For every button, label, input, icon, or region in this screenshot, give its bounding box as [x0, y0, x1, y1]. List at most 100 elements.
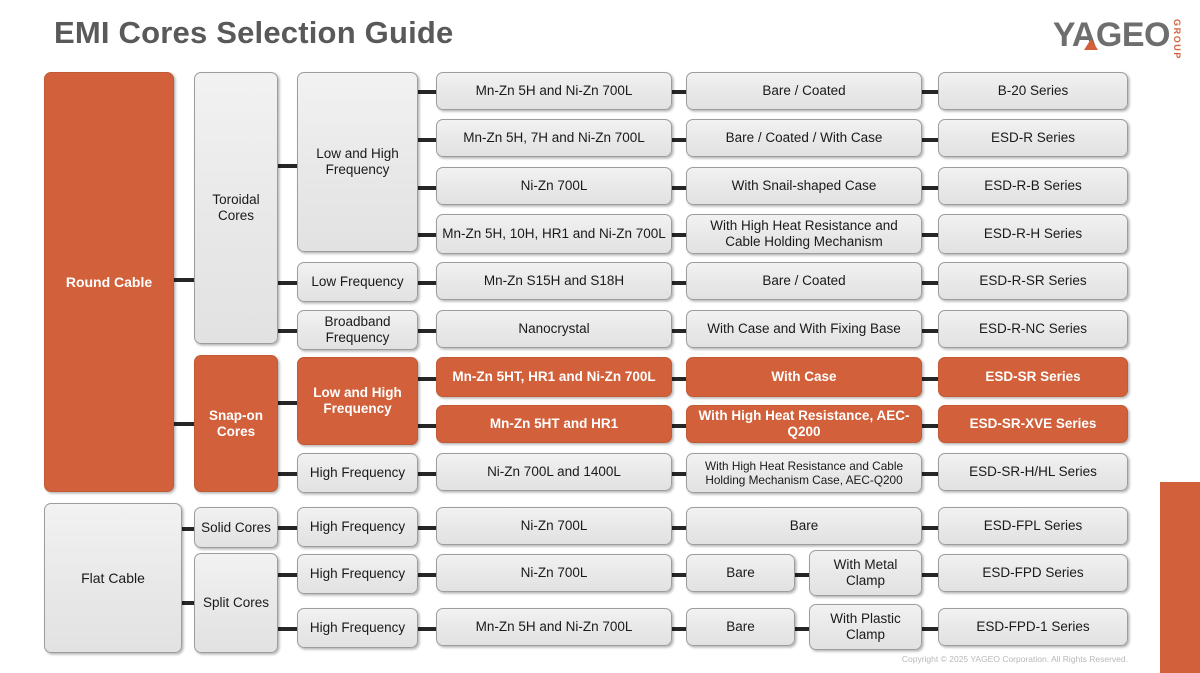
- node-frequency-high-solid[interactable]: High Frequency: [297, 507, 418, 547]
- connector: [672, 472, 686, 476]
- node-construction-3[interactable]: With Snail-shaped Case: [686, 167, 922, 205]
- connector: [922, 233, 938, 237]
- connector: [278, 401, 298, 405]
- connector: [418, 526, 436, 530]
- copyright-notice: Copyright © 2025 YAGEO Corporation. All …: [901, 654, 1128, 664]
- connector: [922, 138, 938, 142]
- yageo-logo: YAGEO GROUP: [1052, 16, 1182, 60]
- connector: [922, 526, 938, 530]
- node-round-cable[interactable]: Round Cable: [44, 72, 174, 492]
- accent-bar: [1160, 482, 1200, 673]
- node-frequency-low-high-toroidal[interactable]: Low and High Frequency: [297, 72, 418, 252]
- logo-subtext: GROUP: [1172, 19, 1182, 61]
- node-construction-7[interactable]: With Case: [686, 357, 922, 397]
- node-construction-6[interactable]: With Case and With Fixing Base: [686, 310, 922, 348]
- node-flat-cable[interactable]: Flat Cable: [44, 503, 182, 653]
- connector: [418, 233, 436, 237]
- node-construction-4[interactable]: With High Heat Resistance and Cable Hold…: [686, 214, 922, 254]
- connector: [672, 233, 686, 237]
- node-series-6[interactable]: ESD-R-NC Series: [938, 310, 1128, 348]
- connector: [922, 424, 938, 428]
- node-solid-cores[interactable]: Solid Cores: [194, 507, 278, 548]
- node-series-11[interactable]: ESD-FPD Series: [938, 554, 1128, 592]
- node-construction-9[interactable]: With High Heat Resistance and Cable Hold…: [686, 453, 922, 493]
- connector: [922, 329, 938, 333]
- connector: [278, 164, 298, 168]
- connector: [174, 422, 194, 426]
- node-material-10[interactable]: Ni-Zn 700L: [436, 507, 672, 545]
- node-series-5[interactable]: ESD-R-SR Series: [938, 262, 1128, 300]
- connector: [418, 573, 436, 577]
- node-frequency-high-split-1[interactable]: High Frequency: [297, 554, 418, 594]
- node-material-12[interactable]: Mn-Zn 5H and Ni-Zn 700L: [436, 608, 672, 646]
- connector: [418, 424, 436, 428]
- node-series-10[interactable]: ESD-FPL Series: [938, 507, 1128, 545]
- node-series-8[interactable]: ESD-SR-XVE Series: [938, 405, 1128, 443]
- node-construction-11a[interactable]: Bare: [686, 554, 795, 592]
- connector: [176, 601, 194, 605]
- connector: [418, 329, 436, 333]
- node-construction-2[interactable]: Bare / Coated / With Case: [686, 119, 922, 157]
- node-frequency-high-split-2[interactable]: High Frequency: [297, 608, 418, 648]
- logo-wordmark: YAGEO: [1052, 16, 1171, 54]
- node-series-4[interactable]: ESD-R-H Series: [938, 214, 1128, 254]
- node-series-3[interactable]: ESD-R-B Series: [938, 167, 1128, 205]
- connector: [418, 186, 436, 190]
- connector: [922, 573, 938, 577]
- node-construction-10[interactable]: Bare: [686, 507, 922, 545]
- connector: [174, 278, 194, 282]
- connector: [418, 138, 436, 142]
- connector: [795, 573, 809, 577]
- connector: [922, 377, 938, 381]
- node-construction-5[interactable]: Bare / Coated: [686, 262, 922, 300]
- node-material-1[interactable]: Mn-Zn 5H and Ni-Zn 700L: [436, 72, 672, 110]
- connector: [672, 424, 686, 428]
- node-construction-12b[interactable]: With Plastic Clamp: [809, 604, 922, 650]
- node-construction-8[interactable]: With High Heat Resistance, AEC-Q200: [686, 405, 922, 443]
- node-material-6[interactable]: Nanocrystal: [436, 310, 672, 348]
- node-split-cores[interactable]: Split Cores: [194, 553, 278, 653]
- connector: [418, 281, 436, 285]
- connector: [418, 90, 436, 94]
- node-material-7[interactable]: Mn-Zn 5HT, HR1 and Ni-Zn 700L: [436, 357, 672, 397]
- connector: [278, 526, 298, 530]
- connector: [418, 377, 436, 381]
- connector: [795, 627, 809, 631]
- connector: [922, 281, 938, 285]
- node-material-5[interactable]: Mn-Zn S15H and S18H: [436, 262, 672, 300]
- node-frequency-high-snapon[interactable]: High Frequency: [297, 453, 418, 493]
- node-material-3[interactable]: Ni-Zn 700L: [436, 167, 672, 205]
- node-series-12[interactable]: ESD-FPD-1 Series: [938, 608, 1128, 646]
- node-construction-1[interactable]: Bare / Coated: [686, 72, 922, 110]
- node-frequency-low[interactable]: Low Frequency: [297, 262, 418, 302]
- node-material-11[interactable]: Ni-Zn 700L: [436, 554, 672, 592]
- connector: [672, 138, 686, 142]
- node-series-2[interactable]: ESD-R Series: [938, 119, 1128, 157]
- node-series-7[interactable]: ESD-SR Series: [938, 357, 1128, 397]
- connector: [278, 472, 298, 476]
- node-frequency-low-high-snapon[interactable]: Low and High Frequency: [297, 357, 418, 445]
- connector: [278, 281, 298, 285]
- node-snapon-cores[interactable]: Snap-on Cores: [194, 355, 278, 492]
- connector: [672, 281, 686, 285]
- connector: [922, 472, 938, 476]
- node-material-4[interactable]: Mn-Zn 5H, 10H, HR1 and Ni-Zn 700L: [436, 214, 672, 254]
- node-material-8[interactable]: Mn-Zn 5HT and HR1: [436, 405, 672, 443]
- logo-wordmark-text: YAGEO: [1052, 16, 1171, 54]
- node-material-2[interactable]: Mn-Zn 5H, 7H and Ni-Zn 700L: [436, 119, 672, 157]
- connector: [672, 186, 686, 190]
- connector: [278, 627, 298, 631]
- node-series-9[interactable]: ESD-SR-H/HL Series: [938, 453, 1128, 491]
- node-toroidal-cores[interactable]: Toroidal Cores: [194, 72, 278, 344]
- connector: [922, 90, 938, 94]
- connector: [922, 627, 938, 631]
- node-construction-12a[interactable]: Bare: [686, 608, 795, 646]
- connector: [672, 377, 686, 381]
- connector: [418, 627, 436, 631]
- node-material-9[interactable]: Ni-Zn 700L and 1400L: [436, 453, 672, 491]
- connector: [672, 627, 686, 631]
- triangle-icon: [1083, 39, 1098, 50]
- node-series-1[interactable]: B-20 Series: [938, 72, 1128, 110]
- node-construction-11b[interactable]: With Metal Clamp: [809, 550, 922, 596]
- node-frequency-broadband[interactable]: Broadband Frequency: [297, 310, 418, 350]
